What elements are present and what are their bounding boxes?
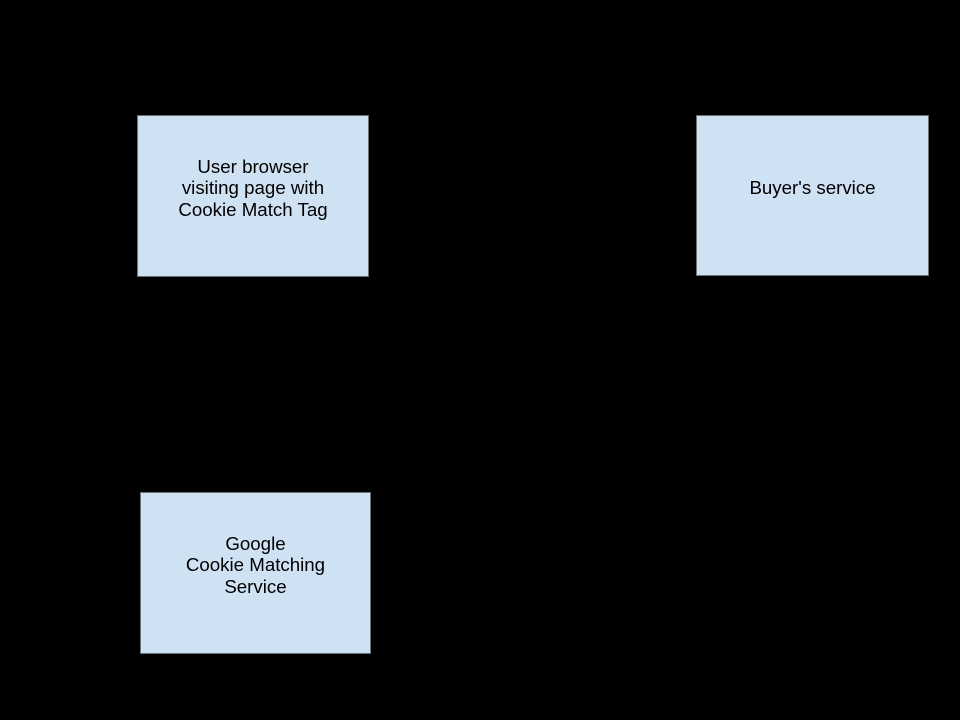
- node-google-cookie-matching-service-label: Google Cookie Matching Service: [186, 533, 325, 598]
- node-buyers-service-label: Buyer's service: [749, 177, 875, 199]
- node-buyers-service: Buyer's service: [696, 115, 929, 276]
- node-user-browser: User browser visiting page with Cookie M…: [137, 115, 369, 277]
- node-label-line: Cookie Match Tag: [178, 198, 328, 220]
- node-google-cookie-matching-service: Google Cookie Matching Service: [140, 492, 371, 654]
- node-label-line: visiting page with: [181, 177, 325, 199]
- node-label-line: Buyer's service: [749, 176, 876, 198]
- node-user-browser-label: User browser visiting page with Cookie M…: [178, 156, 327, 221]
- node-label-line: Service: [224, 575, 287, 597]
- node-label-line: User browser: [197, 155, 309, 177]
- node-label-line: Google: [225, 532, 286, 554]
- node-label-line: Cookie Matching: [185, 554, 326, 576]
